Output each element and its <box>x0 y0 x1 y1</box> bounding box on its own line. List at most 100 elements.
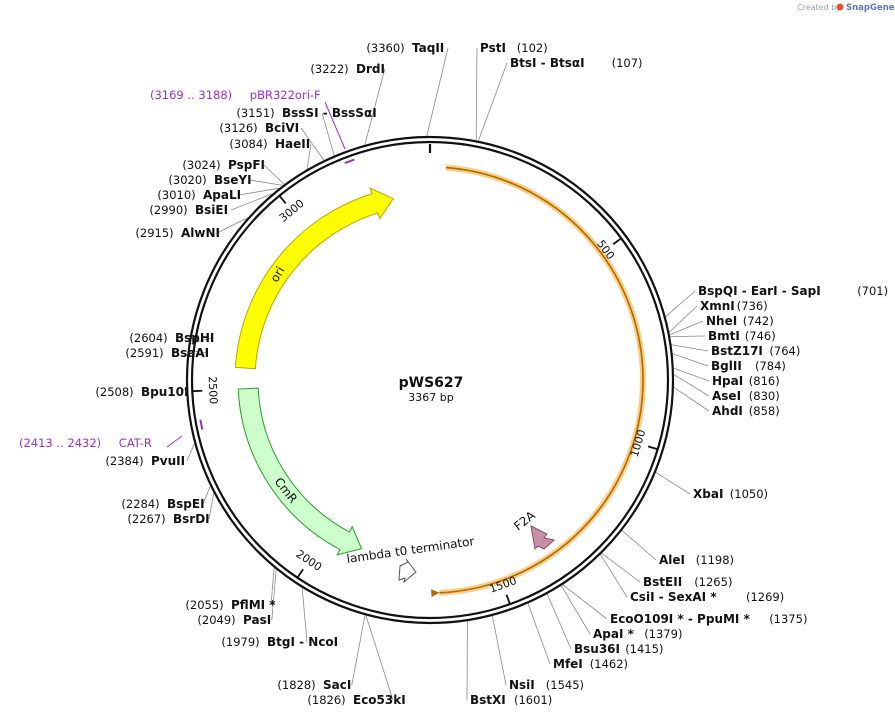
site-bspei[interactable]: BspEI(2284) <box>121 497 204 511</box>
site-leader <box>673 387 710 412</box>
site-btgi-ncoi[interactable]: BtgI - NcoI(1979) <box>221 635 338 649</box>
site-position: (746) <box>745 329 776 343</box>
site-position: (764) <box>769 344 800 358</box>
orange-arc-glow <box>439 164 646 596</box>
site-name: MfeI <box>553 657 583 671</box>
site-name: BsrDI <box>173 512 210 526</box>
site-bsssi-bsss-i[interactable]: BssSI - BssSαI(3151) <box>236 106 376 120</box>
site-pflmi[interactable]: PflMI *(2055) <box>185 598 276 612</box>
site-bstz17i[interactable]: BstZ17I (764) <box>711 344 800 358</box>
site-bseyi[interactable]: BseYI(3020) <box>168 173 251 187</box>
site-pvuii[interactable]: PvuII(2384) <box>105 454 185 468</box>
site-name: ApaLI <box>203 188 241 202</box>
site-hpai[interactable]: HpaI(816) <box>712 374 780 388</box>
tick-mark <box>296 568 304 579</box>
site-bstxi[interactable]: BstXI(1601) <box>470 693 552 707</box>
site-position: (1462) <box>590 657 628 671</box>
tick-label: 2000 <box>294 547 324 573</box>
site-xbai[interactable]: XbaI(1050) <box>693 487 768 501</box>
feature-lambda-t0-terminator[interactable]: lambda t0 terminator <box>346 534 475 584</box>
site-apali[interactable]: ApaLI(3010) <box>157 188 241 202</box>
site-name: NheI <box>706 314 737 328</box>
feature-ori-label: ori <box>268 264 288 285</box>
site-saci[interactable]: SacI(1828) <box>277 678 351 692</box>
site-name: BspEI <box>167 497 205 511</box>
site-name: BssSI - BssSαI <box>282 106 377 120</box>
site-taqii[interactable]: TaqII (3360) <box>366 41 444 55</box>
site-name: XmnI <box>700 299 735 313</box>
site-bsu36i[interactable]: Bsu36I(1415) <box>574 642 663 656</box>
primer-cat-r[interactable]: (2413 .. 2432)CAT-R <box>19 419 204 450</box>
site-name: BciVI <box>265 121 299 135</box>
site-position: (3360) <box>366 41 404 55</box>
feature-terminator-label: lambda t0 terminator <box>346 534 475 566</box>
site-psti[interactable]: PstI(102) <box>480 41 548 55</box>
site-bspqi-eari-sapi[interactable]: BspQI - EarI - SapI(701) <box>698 284 888 298</box>
site-nsii[interactable]: NsiI(1545) <box>509 678 584 692</box>
site-ahdi[interactable]: AhdI(858) <box>712 404 780 418</box>
site-apai[interactable]: ApaI *(1379) <box>593 627 682 641</box>
site-leader <box>673 374 710 397</box>
plasmid-size: 3367 bp <box>408 391 453 404</box>
site-name: Eco53kI <box>353 693 406 707</box>
feature-ori[interactable]: ori <box>234 187 395 370</box>
site-position: (2591) <box>125 346 163 360</box>
site-leader <box>601 552 641 583</box>
site-alei[interactable]: AleI(1198) <box>659 553 734 567</box>
site-bsiei[interactable]: BsiEI(2990) <box>149 203 228 217</box>
site-btsi-bts-i[interactable]: BtsI - BtsαI(107) <box>510 56 643 70</box>
site-xmni[interactable]: XmnI(736) <box>700 299 768 313</box>
site-nhei[interactable]: NheI(742) <box>706 314 774 328</box>
site-pasi[interactable]: PasI(2049) <box>197 613 271 627</box>
site-bpu10i[interactable]: Bpu10I(2508) <box>95 385 188 399</box>
site-position: (858) <box>749 404 780 418</box>
primer-leader <box>166 435 183 448</box>
primer-pbr322ori-f[interactable]: (3169 .. 3188)pBR322ori-F <box>150 88 355 165</box>
site-alwni[interactable]: AlwNI(2915) <box>135 226 220 240</box>
site-name: BstXI <box>470 693 506 707</box>
site-leader <box>527 603 551 665</box>
site-name: TaqII <box>412 41 444 55</box>
site-name: CsiI - SexAI * <box>630 590 717 604</box>
site-position: (736) <box>737 299 768 313</box>
site-bsrdi[interactable]: BsrDI(2267) <box>127 512 209 526</box>
site-drdi[interactable]: DrdI(3222) <box>310 62 385 76</box>
site-position: (1269) <box>746 590 784 604</box>
site-bsaai[interactable]: BsaAI(2591) <box>125 346 209 360</box>
site-leader <box>562 584 608 620</box>
site-name: HaeII <box>275 137 310 151</box>
site-name: BstZ17I <box>711 344 763 358</box>
site-name: BglII <box>711 359 742 373</box>
orange-feature-arc[interactable] <box>431 164 646 598</box>
feature-f2a[interactable]: F2A <box>511 508 556 551</box>
site-position: (3084) <box>229 137 267 151</box>
primer-range: (2413 .. 2432) <box>19 436 101 450</box>
site-name: PflMI * <box>231 598 276 612</box>
site-leader <box>668 305 698 333</box>
site-position: (1828) <box>277 678 315 692</box>
site-asei[interactable]: AseI(830) <box>712 389 780 403</box>
feature-cmr[interactable]: CmR <box>237 387 363 556</box>
site-name: Bsu36I <box>574 642 620 656</box>
site-ecoo109i-ppumi[interactable]: EcoO109I * - PpuMI *(1375) <box>610 612 807 626</box>
tick-label: 500 <box>594 238 617 263</box>
site-bcivi[interactable]: BciVI (3126) <box>219 121 299 135</box>
site-bsphi[interactable]: BspHI(2604) <box>129 331 214 345</box>
site-haeii[interactable]: HaeII (3084) <box>229 137 310 151</box>
site-name: BtgI - NcoI <box>267 635 338 649</box>
site-eco53ki[interactable]: Eco53kI(1826) <box>307 693 405 707</box>
site-position: (701) <box>857 284 888 298</box>
site-name: HpaI <box>712 374 743 388</box>
site-bmti[interactable]: BmtI(746) <box>708 329 776 343</box>
site-name: BspHI <box>175 331 214 345</box>
site-bglii[interactable]: BglII(784) <box>711 359 786 373</box>
site-csii-sexai[interactable]: CsiI - SexAI * (1269) <box>630 590 784 604</box>
site-bsteii[interactable]: BstEII(1265) <box>643 575 732 589</box>
site-position: (3024) <box>182 158 220 172</box>
site-leader <box>186 443 195 462</box>
orange-arc-line <box>439 166 644 594</box>
site-mfei[interactable]: MfeI (1462) <box>553 657 628 671</box>
site-position: (3126) <box>219 121 257 135</box>
site-pspfi[interactable]: PspFI(3024) <box>182 158 265 172</box>
site-leader <box>271 569 277 621</box>
